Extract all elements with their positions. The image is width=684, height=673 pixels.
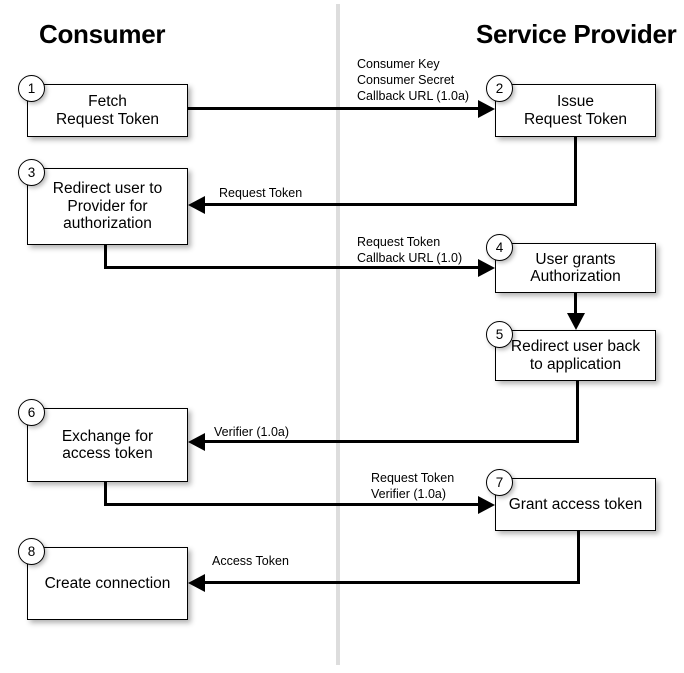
step-label-5: Redirect user back to application xyxy=(510,338,641,373)
connector-3-to-4-horizontal xyxy=(104,266,483,269)
step-badge-3: 3 xyxy=(18,159,45,186)
arrowhead-3-to-4-icon xyxy=(478,259,495,277)
swimlane-divider xyxy=(336,4,340,665)
step-badge-2: 2 xyxy=(486,75,513,102)
step-label-2: Issue Request Token xyxy=(523,93,628,128)
step-box-6[interactable]: Exchange for access token xyxy=(27,408,188,482)
arrowhead-7-to-8-icon xyxy=(188,574,205,592)
connector-5-to-6-horizontal xyxy=(195,440,579,443)
step-box-8[interactable]: Create connection xyxy=(27,547,188,620)
edge-label-2-to-3: Request Token xyxy=(219,186,303,200)
edge-label-1-to-2: Consumer Key Consumer Secret Callback UR… xyxy=(357,57,470,103)
step-badge-6: 6 xyxy=(18,399,45,426)
step-box-4[interactable]: User grants Authorization xyxy=(495,243,656,293)
edge-label-3-to-4: Request Token Callback URL (1.0) xyxy=(357,235,463,265)
connector-2-to-3-horizontal xyxy=(195,203,577,206)
connector-3-to-4-vertical xyxy=(104,245,107,269)
step-label-6: Exchange for access token xyxy=(61,427,154,462)
column-title-consumer: Consumer xyxy=(39,19,166,49)
edge-label-7-to-8: Access Token xyxy=(212,554,289,568)
arrowhead-1-to-2-icon xyxy=(478,100,495,118)
step-box-5[interactable]: Redirect user back to application xyxy=(495,330,656,381)
step-label-7: Grant access token xyxy=(508,495,643,513)
step-box-3[interactable]: Redirect user to Provider for authorizat… xyxy=(27,168,188,245)
step-label-8: Create connection xyxy=(44,574,171,592)
step-badge-1: 1 xyxy=(18,75,45,102)
connector-2-to-3-vertical xyxy=(574,137,577,206)
edge-label-6-to-7: Request Token Verifier (1.0a) xyxy=(371,471,455,501)
step-label-4: User grants Authorization xyxy=(530,250,621,285)
arrowhead-4-to-5-icon xyxy=(567,313,585,330)
step-box-7[interactable]: Grant access token xyxy=(495,478,656,531)
connector-7-to-8-vertical xyxy=(577,531,580,584)
connector-5-to-6-vertical xyxy=(576,381,579,443)
connector-1-to-2 xyxy=(188,107,483,110)
step-label-1: Fetch Request Token xyxy=(55,93,160,128)
step-badge-7: 7 xyxy=(486,469,513,496)
step-box-1[interactable]: Fetch Request Token xyxy=(27,84,188,137)
arrowhead-6-to-7-icon xyxy=(478,496,495,514)
connector-7-to-8-horizontal xyxy=(195,581,580,584)
step-box-2[interactable]: Issue Request Token xyxy=(495,84,656,137)
arrowhead-5-to-6-icon xyxy=(188,433,205,451)
edge-label-5-to-6: Verifier (1.0a) xyxy=(214,425,290,439)
connector-4-to-5 xyxy=(574,293,577,319)
connector-6-to-7-horizontal xyxy=(104,503,483,506)
step-badge-8: 8 xyxy=(18,538,45,565)
step-badge-5: 5 xyxy=(486,321,513,348)
step-badge-4: 4 xyxy=(486,234,513,261)
column-title-service-provider: Service Provider xyxy=(476,19,677,49)
step-label-3: Redirect user to Provider for authorizat… xyxy=(52,180,163,233)
arrowhead-2-to-3-icon xyxy=(188,196,205,214)
connector-6-to-7-vertical xyxy=(104,482,107,506)
